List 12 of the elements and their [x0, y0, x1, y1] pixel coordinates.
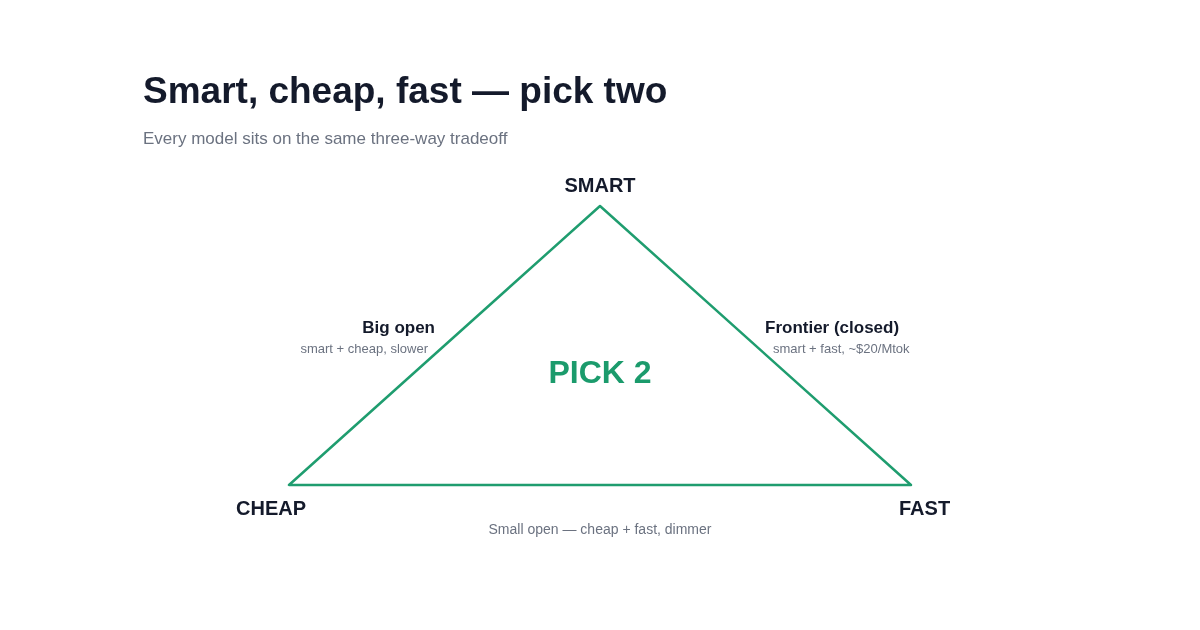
tradeoff-note: smart + cheap, slower: [300, 341, 428, 358]
diagram-title: Smart, cheap, fast — pick two: [143, 69, 668, 113]
center-label: PICK 2: [548, 354, 652, 390]
subtitle: Every model sits on the same three-way tradeoff: [143, 128, 508, 150]
tradeoff-label: Big open: [362, 317, 435, 339]
vertex-label: CHEAP: [236, 496, 306, 521]
tradeoff-note: smart + fast, ~$20/Mtok: [773, 341, 910, 358]
tradeoff-note: Small open — cheap + fast, dimmer: [488, 521, 712, 539]
triangle-shape: [287, 204, 913, 487]
tradeoff-label: Frontier (closed): [765, 317, 900, 339]
vertex-label: SMART: [564, 173, 636, 198]
vertex-label: FAST: [899, 496, 951, 521]
